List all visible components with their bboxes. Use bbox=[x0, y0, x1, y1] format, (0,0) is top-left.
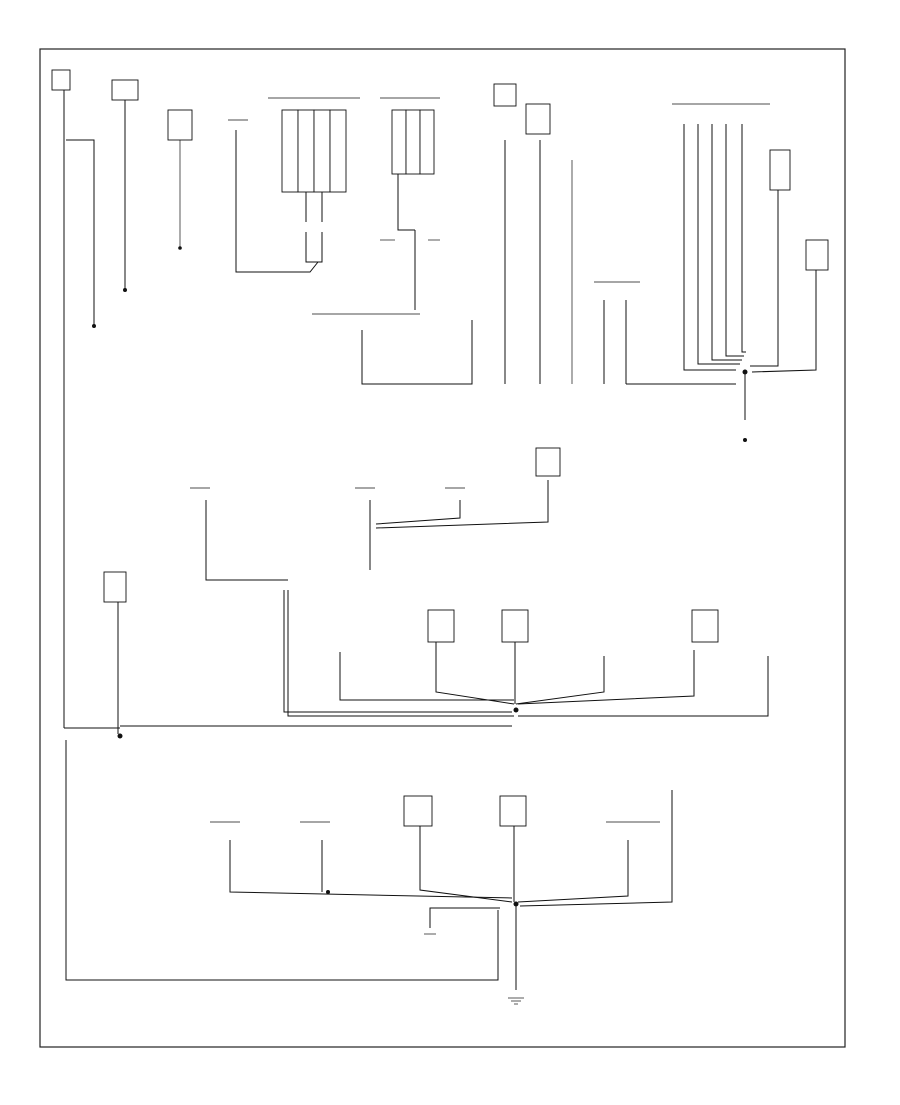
component-box bbox=[111, 79, 139, 101]
splice-point bbox=[513, 707, 519, 713]
relay-box bbox=[297, 109, 315, 193]
component-box bbox=[525, 103, 551, 135]
wire bbox=[375, 480, 549, 529]
wire bbox=[229, 840, 513, 899]
ground-point bbox=[117, 733, 123, 739]
ground-point bbox=[326, 890, 330, 894]
wire bbox=[65, 740, 499, 981]
component-box bbox=[167, 109, 193, 141]
wire bbox=[287, 590, 514, 717]
wire bbox=[305, 232, 323, 263]
component-box bbox=[769, 149, 791, 191]
component-box bbox=[805, 239, 829, 271]
component-box bbox=[501, 609, 529, 643]
wire bbox=[518, 656, 769, 717]
wire bbox=[683, 124, 736, 371]
relay-box bbox=[419, 109, 435, 175]
component-box bbox=[427, 609, 455, 643]
wire bbox=[697, 124, 740, 365]
component-box bbox=[499, 795, 527, 827]
wire bbox=[517, 840, 629, 903]
wire bbox=[741, 124, 746, 353]
relay-group-2 bbox=[391, 109, 435, 175]
wire bbox=[751, 270, 817, 373]
component-box bbox=[403, 795, 433, 827]
component-box bbox=[691, 609, 719, 643]
wire bbox=[375, 500, 461, 525]
relay-box bbox=[405, 109, 421, 175]
top-section bbox=[51, 69, 829, 729]
wire bbox=[235, 130, 319, 273]
ground-point bbox=[92, 324, 96, 328]
wire bbox=[725, 124, 744, 357]
relay-box bbox=[391, 109, 407, 175]
wire bbox=[397, 174, 415, 231]
wire bbox=[711, 124, 742, 361]
component-box bbox=[493, 83, 517, 107]
wire bbox=[515, 656, 605, 705]
ground-point bbox=[178, 246, 182, 250]
wire bbox=[361, 320, 473, 385]
lower-section bbox=[65, 733, 673, 1005]
component-box bbox=[535, 447, 561, 477]
component-box bbox=[51, 69, 71, 91]
wire bbox=[435, 642, 515, 705]
wire bbox=[517, 650, 695, 705]
ground-point bbox=[743, 438, 747, 442]
relay-box bbox=[313, 109, 331, 193]
wire bbox=[419, 826, 513, 903]
wire bbox=[519, 790, 673, 907]
wire bbox=[66, 139, 95, 326]
wire bbox=[750, 190, 779, 367]
relay-box bbox=[281, 109, 299, 193]
relay-box bbox=[329, 109, 347, 193]
component-box bbox=[103, 571, 127, 603]
diagram-border bbox=[39, 48, 846, 1048]
wire bbox=[205, 500, 288, 581]
relay-group-1 bbox=[281, 109, 347, 193]
middle-section bbox=[103, 447, 769, 734]
wire bbox=[283, 590, 512, 713]
wire bbox=[429, 907, 500, 928]
wire bbox=[339, 652, 514, 701]
ground-point bbox=[123, 288, 127, 292]
